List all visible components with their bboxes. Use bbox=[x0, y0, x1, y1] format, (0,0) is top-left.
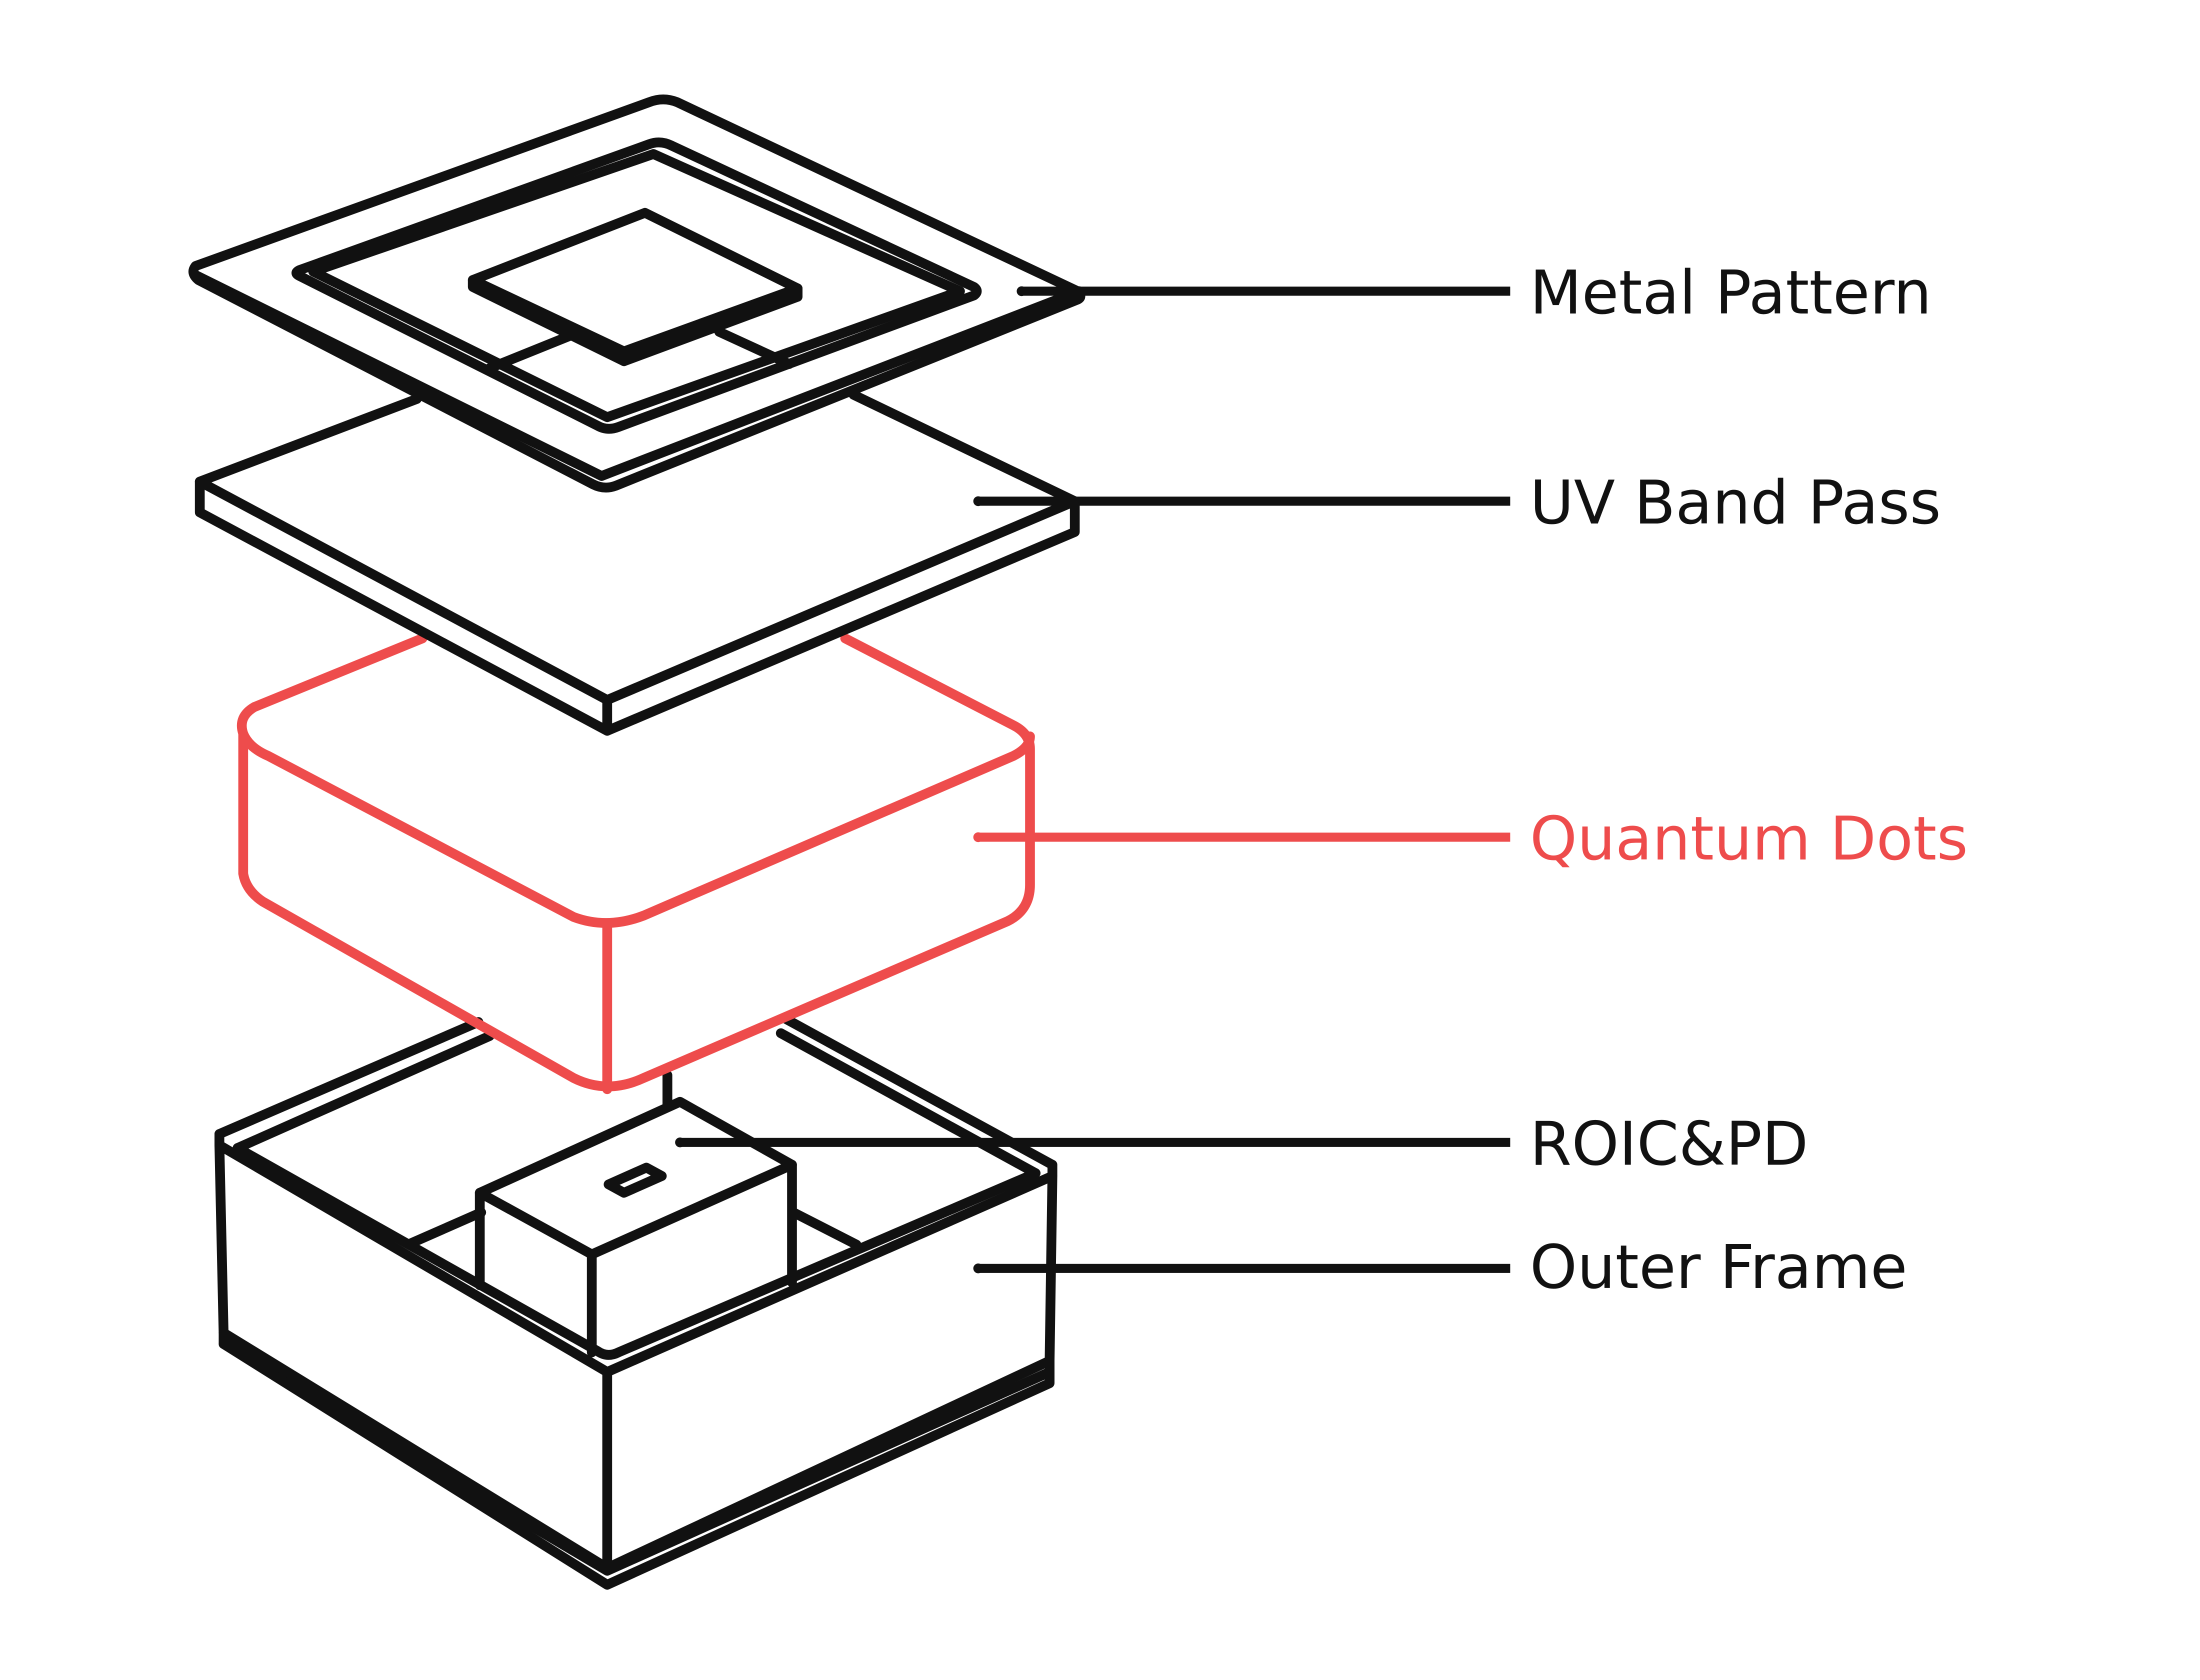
metal-frame-opening-inner bbox=[308, 149, 965, 422]
frame-rim-back-left bbox=[214, 1017, 484, 1139]
quantum-dots-layer bbox=[236, 634, 1035, 1094]
metal-frame-opening bbox=[292, 138, 982, 434]
frame-rim-back-left-inner bbox=[232, 1031, 494, 1153]
frame-base-band-bottom bbox=[218, 1339, 1054, 1590]
outer-frame-layer bbox=[214, 1014, 1058, 1590]
chip-top-face bbox=[474, 1096, 797, 1260]
frame-wall-left-edge bbox=[214, 1140, 228, 1338]
roic-pd-chip bbox=[474, 1070, 797, 1358]
frame-rim-front-inner bbox=[232, 1143, 1040, 1360]
frame-floor-right bbox=[788, 1207, 862, 1250]
frame-base-band-line bbox=[218, 1328, 1054, 1573]
label-quantum-dots: Quantum Dots bbox=[1530, 804, 1968, 874]
frame-floor-left bbox=[406, 1207, 486, 1248]
chip-pad bbox=[604, 1162, 667, 1198]
frame-base-band-top bbox=[218, 1328, 1054, 1576]
label-roic-pd: ROIC&PD bbox=[1530, 1110, 1808, 1180]
leader-lines bbox=[675, 286, 1510, 1274]
quantum-dots-outline bbox=[236, 634, 1035, 1092]
label-uv-band-pass: UV Band Pass bbox=[1530, 468, 1942, 538]
label-outer-frame: Outer Frame bbox=[1530, 1232, 1908, 1302]
quantum-dots-top-edge bbox=[238, 728, 1035, 928]
metal-pattern-layer bbox=[188, 94, 1086, 492]
label-metal-pattern: Metal Pattern bbox=[1530, 258, 1932, 328]
metal-center-pad bbox=[468, 208, 802, 356]
labels: Metal Pattern UV Band Pass Quantum Dots … bbox=[1530, 258, 1968, 1302]
frame-rim-back-right-inner bbox=[776, 1028, 1040, 1178]
metal-outer-plate-thickness bbox=[189, 270, 1084, 481]
